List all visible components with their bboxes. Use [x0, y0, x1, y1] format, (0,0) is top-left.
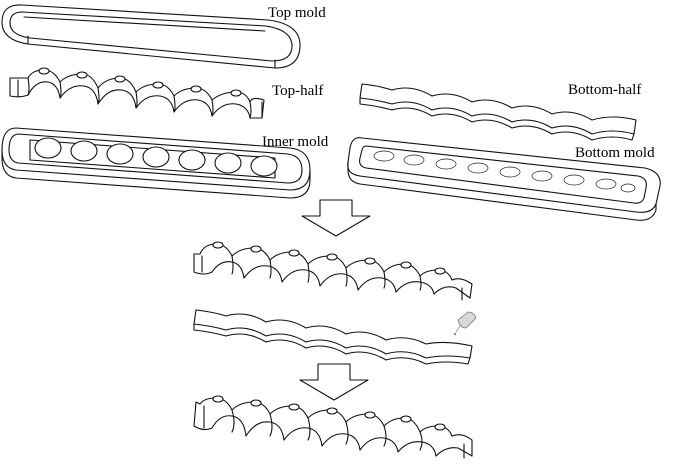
label-inner-mold: Inner mold [262, 134, 329, 150]
inner-mold-bumps [34, 137, 278, 177]
bottom-mold-part [347, 137, 661, 221]
adhesive-bottle-icon [453, 311, 477, 336]
bottom-half-part [359, 83, 637, 141]
label-bottom-half: Bottom-half [568, 82, 641, 98]
top-mold-part [1, 4, 301, 69]
top-half-part [9, 67, 265, 119]
label-bottom-mold: Bottom mold [575, 145, 655, 161]
process-arrow-2 [299, 363, 369, 401]
middle-bottom-half-part [193, 309, 473, 365]
middle-top-half-part [193, 241, 473, 301]
assembled-actuator-part [193, 395, 473, 459]
label-top-mold: Top mold [268, 5, 326, 21]
label-top-half: Top-half [272, 83, 323, 99]
inner-mold-part [1, 127, 311, 199]
bottom-mold-holes [373, 150, 636, 193]
process-arrow-1 [301, 199, 371, 237]
